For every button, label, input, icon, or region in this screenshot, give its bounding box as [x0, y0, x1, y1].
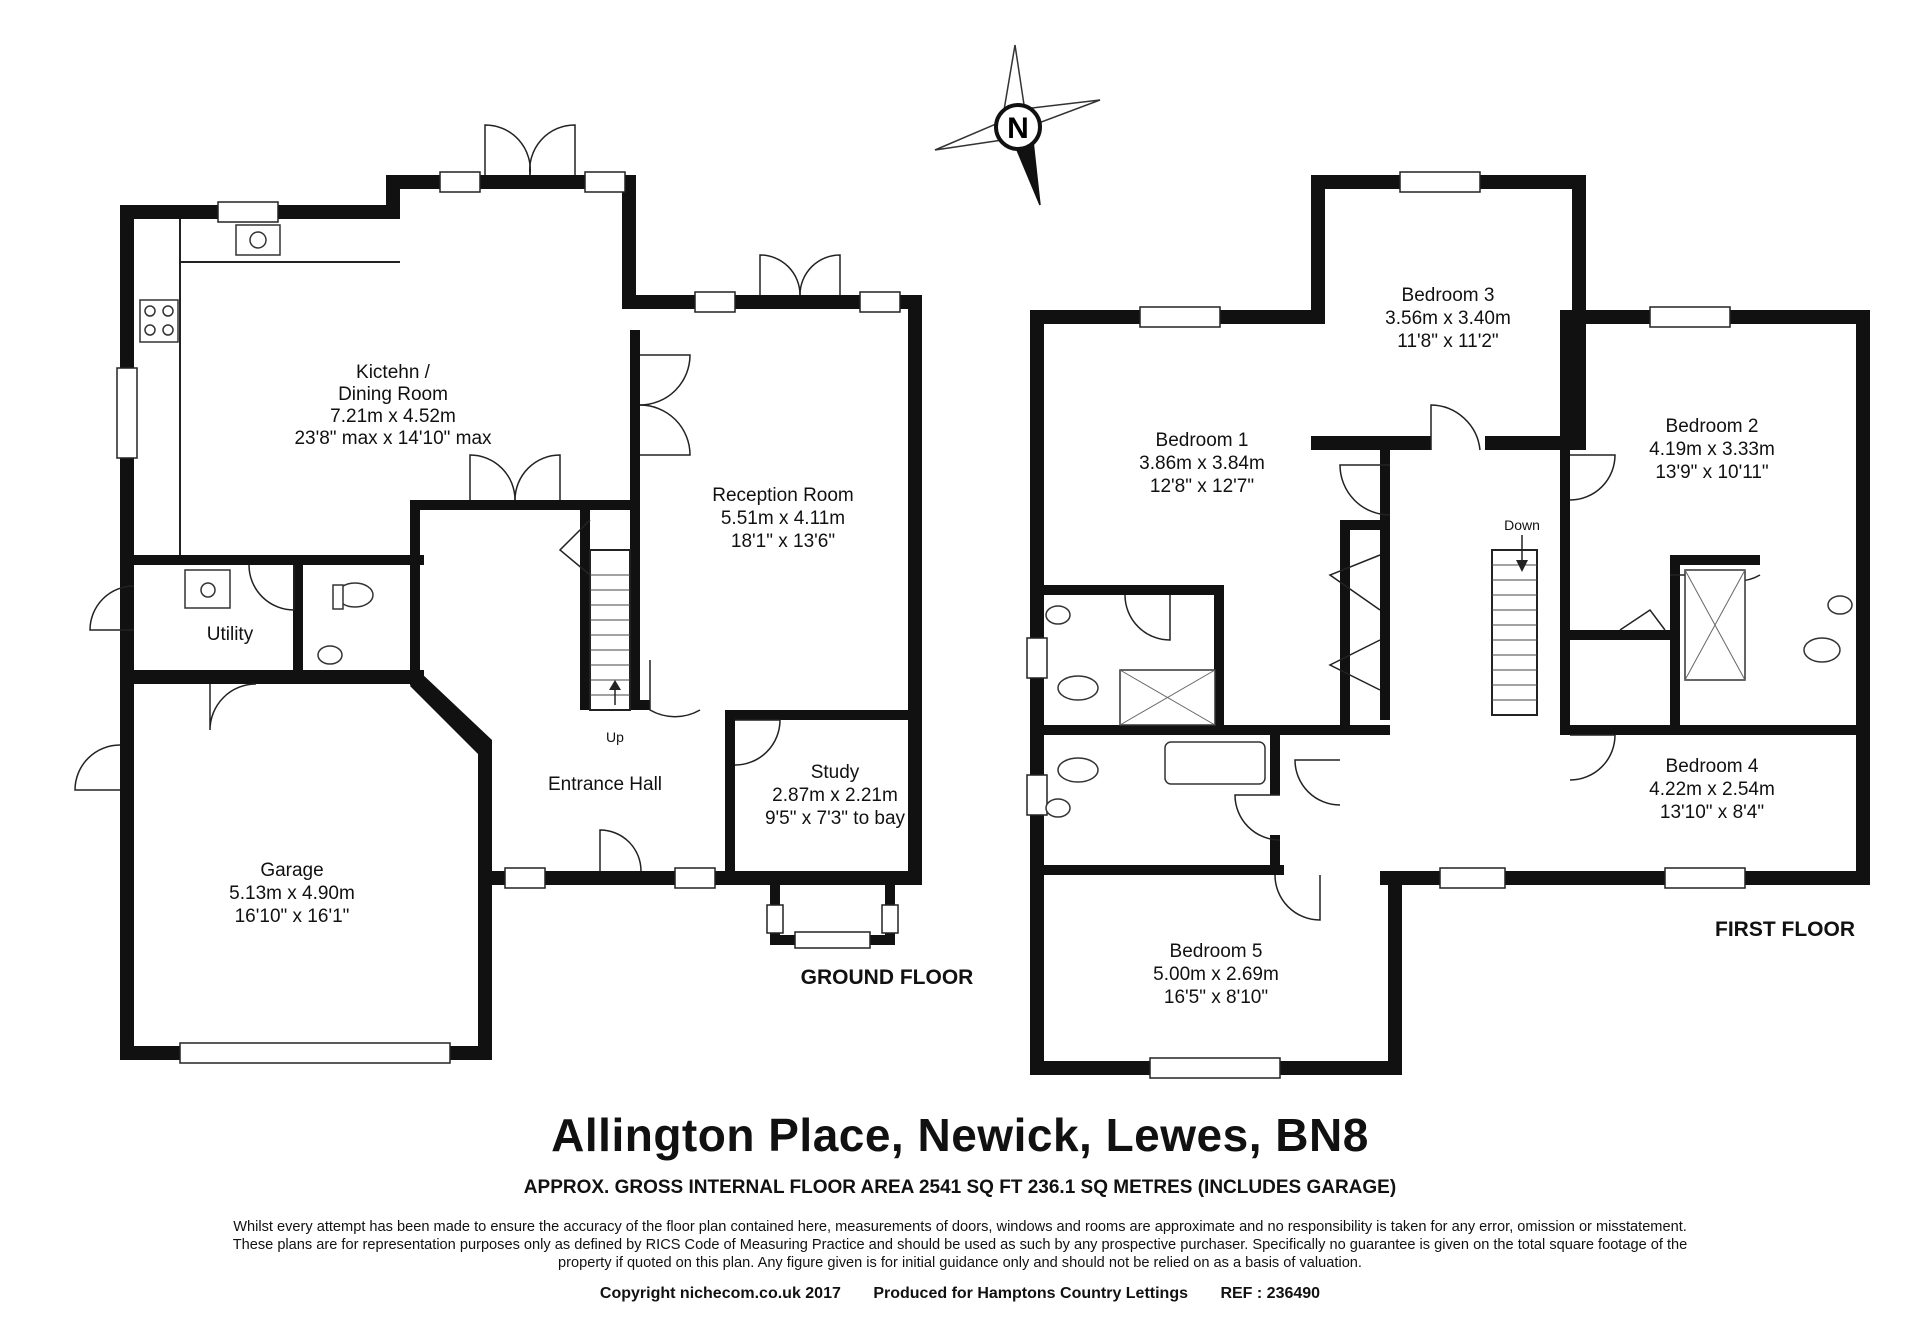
credits-line: Copyright nichecom.co.uk 2017 Produced f…: [0, 1285, 1920, 1303]
bedroom1-imperial: 12'8" x 12'7": [1150, 476, 1254, 497]
room-label-bedroom2: Bedroom 2 4.19m x 3.33m 13'9" x 10'11": [1649, 416, 1775, 483]
room-label-study: Study 2.87m x 2.21m 9'5" x 7'3" to bay: [765, 762, 906, 829]
bedroom2-metric: 4.19m x 3.33m: [1649, 439, 1775, 460]
study-metric: 2.87m x 2.21m: [772, 785, 898, 806]
first-floor-walls: [1030, 175, 1870, 1075]
first-floor-fixtures: [1045, 535, 1853, 818]
reception-metric: 5.51m x 4.11m: [721, 508, 845, 529]
compass-letter: N: [1007, 112, 1029, 145]
kitchen-name-2: Dining Room: [338, 384, 448, 405]
ground-floor-windows: [116, 171, 901, 1064]
room-label-bedroom3: Bedroom 3 3.56m x 3.40m 11'8" x 11'2": [1385, 285, 1511, 352]
bedroom2-imperial: 13'9" x 10'11": [1655, 462, 1768, 483]
first-floor-doors: [1124, 404, 1761, 921]
ground-floor-fixtures: [139, 219, 631, 711]
first-floor-windows: [1026, 171, 1746, 1079]
kitchen-name: Kictehn /: [356, 362, 431, 383]
reference: REF : 236490: [1220, 1285, 1321, 1302]
room-label-kitchen: Kictehn / Dining Room 7.21m x 4.52m 23'8…: [294, 362, 492, 449]
bedroom5-name: Bedroom 5: [1170, 941, 1263, 962]
bedroom3-metric: 3.56m x 3.40m: [1385, 308, 1511, 329]
stairs-down-label: Down: [1504, 517, 1540, 533]
produced-for: Produced for Hamptons Country Lettings: [873, 1285, 1188, 1302]
room-label-garage: Garage 5.13m x 4.90m 16'10" x 16'1": [229, 860, 355, 927]
study-bay-window: [766, 885, 899, 949]
disclaimer: Whilst every attempt has been made to en…: [232, 1219, 1688, 1271]
study-name: Study: [811, 762, 860, 783]
room-label-bedroom4: Bedroom 4 4.22m x 2.54m 13'10" x 8'4": [1649, 756, 1775, 823]
copyright: Copyright nichecom.co.uk 2017: [599, 1285, 841, 1302]
garage-name: Garage: [260, 860, 323, 881]
room-label-utility: Utility: [207, 624, 254, 645]
room-label-bedroom1: Bedroom 1 3.86m x 3.84m 12'8" x 12'7": [1139, 430, 1265, 497]
bedroom2-name: Bedroom 2: [1666, 416, 1759, 437]
ground-floor-doors: [74, 124, 841, 872]
room-label-bedroom5: Bedroom 5 5.00m x 2.69m 16'5" x 8'10": [1153, 941, 1279, 1008]
bedroom4-name: Bedroom 4: [1666, 756, 1759, 777]
first-floor-label: FIRST FLOOR: [1715, 918, 1855, 941]
compass-icon: N: [934, 44, 1101, 206]
kitchen-metric: 7.21m x 4.52m: [330, 406, 456, 427]
reception-imperial: 18'1" x 13'6": [731, 531, 835, 552]
stairs-up-label: Up: [606, 729, 624, 745]
bedroom5-metric: 5.00m x 2.69m: [1153, 964, 1279, 985]
room-label-hall: Entrance Hall: [548, 774, 662, 795]
ground-floor-label: GROUND FLOOR: [801, 966, 974, 989]
bedroom1-name: Bedroom 1: [1156, 430, 1249, 451]
room-label-reception: Reception Room 5.51m x 4.11m 18'1" x 13'…: [712, 485, 854, 552]
floor-area-summary: APPROX. GROSS INTERNAL FLOOR AREA 2541 S…: [523, 1177, 1397, 1198]
study-imperial: 9'5" x 7'3" to bay: [765, 808, 906, 829]
reception-name: Reception Room: [712, 485, 854, 506]
bedroom5-imperial: 16'5" x 8'10": [1164, 987, 1268, 1008]
garage-imperial: 16'10" x 16'1": [235, 906, 350, 927]
property-title: Allington Place, Newick, Lewes, BN8: [551, 1109, 1369, 1161]
kitchen-imperial: 23'8" max x 14'10" max: [294, 428, 492, 449]
garage-metric: 5.13m x 4.90m: [229, 883, 355, 904]
bedroom1-metric: 3.86m x 3.84m: [1139, 453, 1265, 474]
bedroom3-name: Bedroom 3: [1402, 285, 1495, 306]
bedroom3-imperial: 11'8" x 11'2": [1397, 331, 1498, 352]
bedroom4-imperial: 13'10" x 8'4": [1660, 802, 1764, 823]
bedroom4-metric: 4.22m x 2.54m: [1649, 779, 1775, 800]
ground-floor-walls: [120, 175, 922, 1060]
